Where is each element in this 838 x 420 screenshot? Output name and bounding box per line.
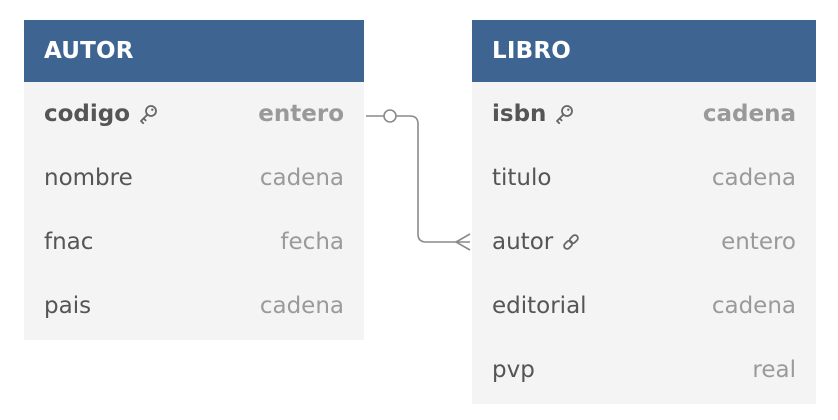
column-name-pais: pais	[44, 293, 92, 319]
column-row-codigo[interactable]: codigo entero	[24, 82, 364, 146]
column-type-editorial: cadena	[711, 293, 796, 319]
column-type-nombre: cadena	[259, 165, 344, 191]
connector-line[interactable]	[366, 115, 470, 243]
column-row-titulo[interactable]: titulo cadena	[472, 146, 816, 210]
table-header-libro: LIBRO	[472, 20, 816, 82]
column-name-pvp: pvp	[492, 357, 535, 383]
table-libro[interactable]: LIBRO isbn cadena titulo cadena autor	[472, 20, 816, 404]
column-name-editorial: editorial	[492, 293, 587, 319]
crow-foot-marker	[454, 233, 471, 251]
column-name-titulo: titulo	[492, 165, 552, 191]
link-icon	[561, 232, 581, 252]
column-type-autor: entero	[721, 229, 796, 255]
column-row-isbn[interactable]: isbn cadena	[472, 82, 816, 146]
column-name-codigo: codigo	[44, 101, 158, 127]
key-icon	[554, 104, 574, 124]
column-type-pvp: real	[752, 357, 796, 383]
column-type-codigo: entero	[258, 101, 344, 127]
column-name-nombre: nombre	[44, 165, 133, 191]
key-icon	[138, 104, 158, 124]
table-header-autor: AUTOR	[24, 20, 364, 82]
column-type-pais: cadena	[259, 293, 344, 319]
column-name-fnac: fnac	[44, 229, 94, 255]
column-type-isbn: cadena	[702, 101, 796, 127]
zero-or-one-marker	[383, 109, 397, 123]
column-name-isbn: isbn	[492, 101, 574, 127]
column-row-nombre[interactable]: nombre cadena	[24, 146, 364, 210]
column-row-autor[interactable]: autor entero	[472, 210, 816, 274]
table-autor[interactable]: AUTOR codigo entero nombre cadena fnac f…	[24, 20, 364, 340]
column-row-fnac[interactable]: fnac fecha	[24, 210, 364, 274]
column-type-fnac: fecha	[280, 229, 344, 255]
column-type-titulo: cadena	[711, 165, 796, 191]
column-row-pvp[interactable]: pvp real	[472, 338, 816, 402]
column-row-pais[interactable]: pais cadena	[24, 274, 364, 338]
column-name-autor: autor	[492, 229, 581, 255]
column-row-editorial[interactable]: editorial cadena	[472, 274, 816, 338]
